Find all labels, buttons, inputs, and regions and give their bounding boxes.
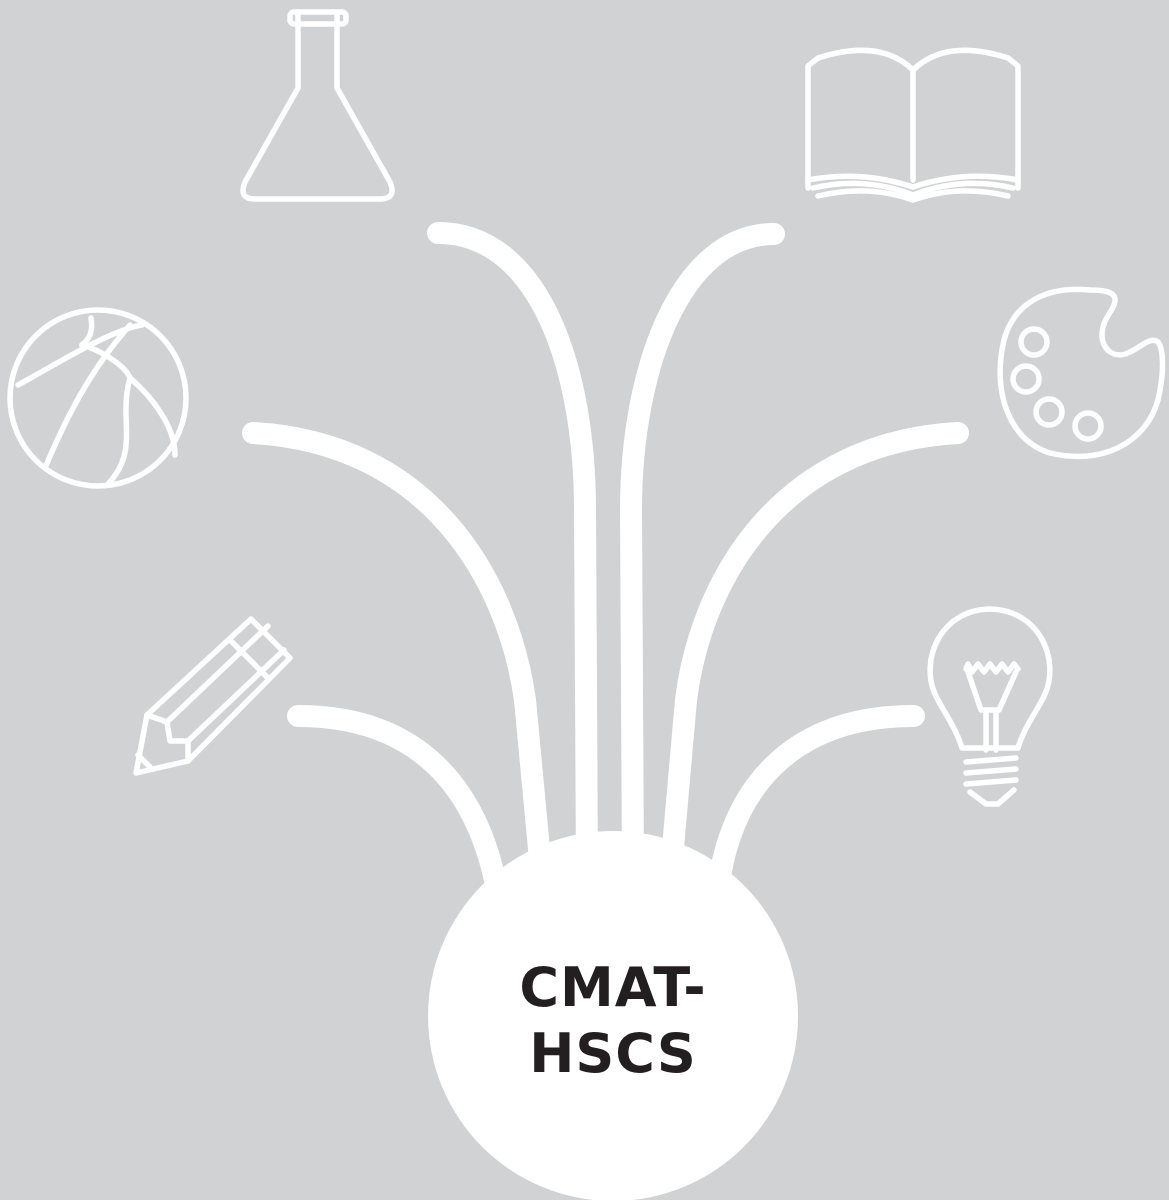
branch-pencil [287, 705, 508, 901]
hub-label-line1: CMAT- [519, 956, 706, 1019]
palette-icon [997, 286, 1166, 460]
branch-palette [660, 422, 969, 881]
pencil-icon [133, 616, 293, 776]
branch-basketball [242, 422, 552, 881]
branch-book [619, 223, 785, 881]
lightbulb-icon [927, 606, 1053, 807]
hub: CMAT- HSCS [428, 831, 798, 1200]
hub-label-line2: HSCS [529, 1022, 697, 1085]
book-icon [805, 47, 1021, 203]
flask-icon [240, 9, 395, 202]
branches [242, 222, 969, 901]
branch-flask [427, 222, 598, 881]
hub-circle [428, 831, 798, 1200]
basketball-icon [7, 307, 189, 489]
branch-lightbulb [707, 705, 925, 901]
